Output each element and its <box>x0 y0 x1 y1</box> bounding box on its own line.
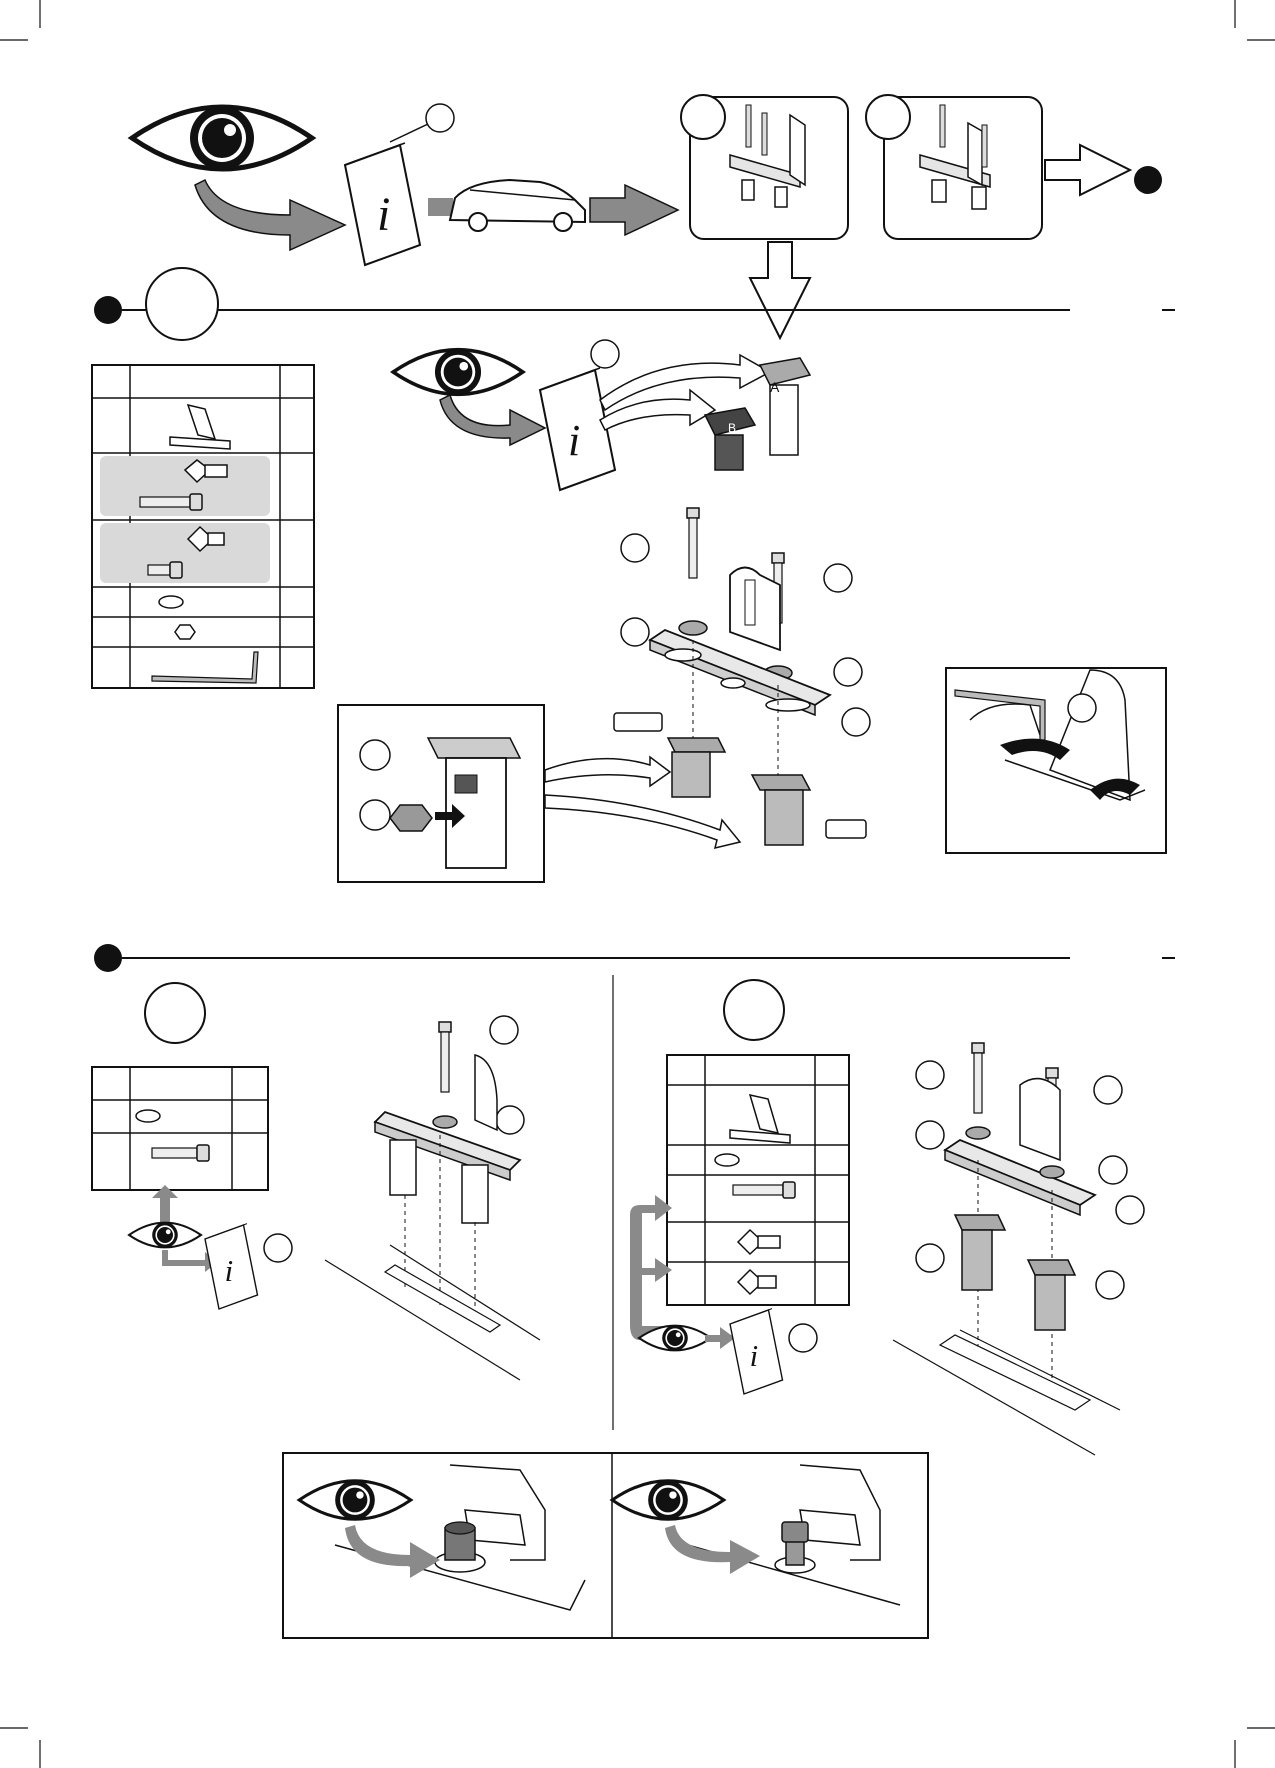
adapter-icon <box>752 775 810 845</box>
callout-circle <box>426 104 454 132</box>
nut-icon <box>390 805 432 831</box>
adapter-icon <box>668 738 725 797</box>
top-step-row: i <box>132 104 678 265</box>
substep-left: i <box>92 983 292 1309</box>
washer-icon <box>136 1110 160 1122</box>
adapter-identification: i A B <box>393 340 810 490</box>
info-letter: i <box>568 416 580 465</box>
section-1-header <box>94 268 1175 340</box>
bolt-icon <box>152 1145 209 1161</box>
bolt-icon <box>148 562 182 578</box>
info-letter: i <box>225 1254 234 1288</box>
adapter-icon: A <box>760 358 810 455</box>
car-icon <box>450 180 585 231</box>
nut-icon <box>175 625 195 639</box>
info-letter: i <box>750 1339 759 1373</box>
variant-box-1 <box>681 95 848 239</box>
washer-icon <box>715 1154 739 1166</box>
arrow-icon <box>1045 145 1130 195</box>
substep-right: i <box>630 980 849 1394</box>
eye-icon <box>132 106 312 170</box>
left-assembly <box>325 1016 540 1380</box>
exploded-assembly <box>614 508 870 845</box>
adapter-icon: B <box>705 408 755 470</box>
washer-icon <box>159 596 183 608</box>
label-b: B <box>728 421 736 435</box>
parts-table-1 <box>92 365 314 688</box>
right-assembly <box>893 1043 1144 1455</box>
variant-box-2 <box>866 95 1042 239</box>
bracket-icon <box>650 568 830 716</box>
tighten-detail <box>946 668 1166 853</box>
info-booklet-icon: i <box>345 143 420 265</box>
arrow-icon <box>590 185 678 235</box>
info-letter: i <box>377 188 390 241</box>
bottom-detail-panel <box>283 1453 928 1638</box>
arrow-icon <box>195 180 345 250</box>
label-a: A <box>770 379 780 395</box>
step-dot <box>1134 166 1162 194</box>
bolt-icon <box>687 508 699 578</box>
bolt-icon <box>733 1182 795 1198</box>
arrow-icon <box>750 242 810 338</box>
